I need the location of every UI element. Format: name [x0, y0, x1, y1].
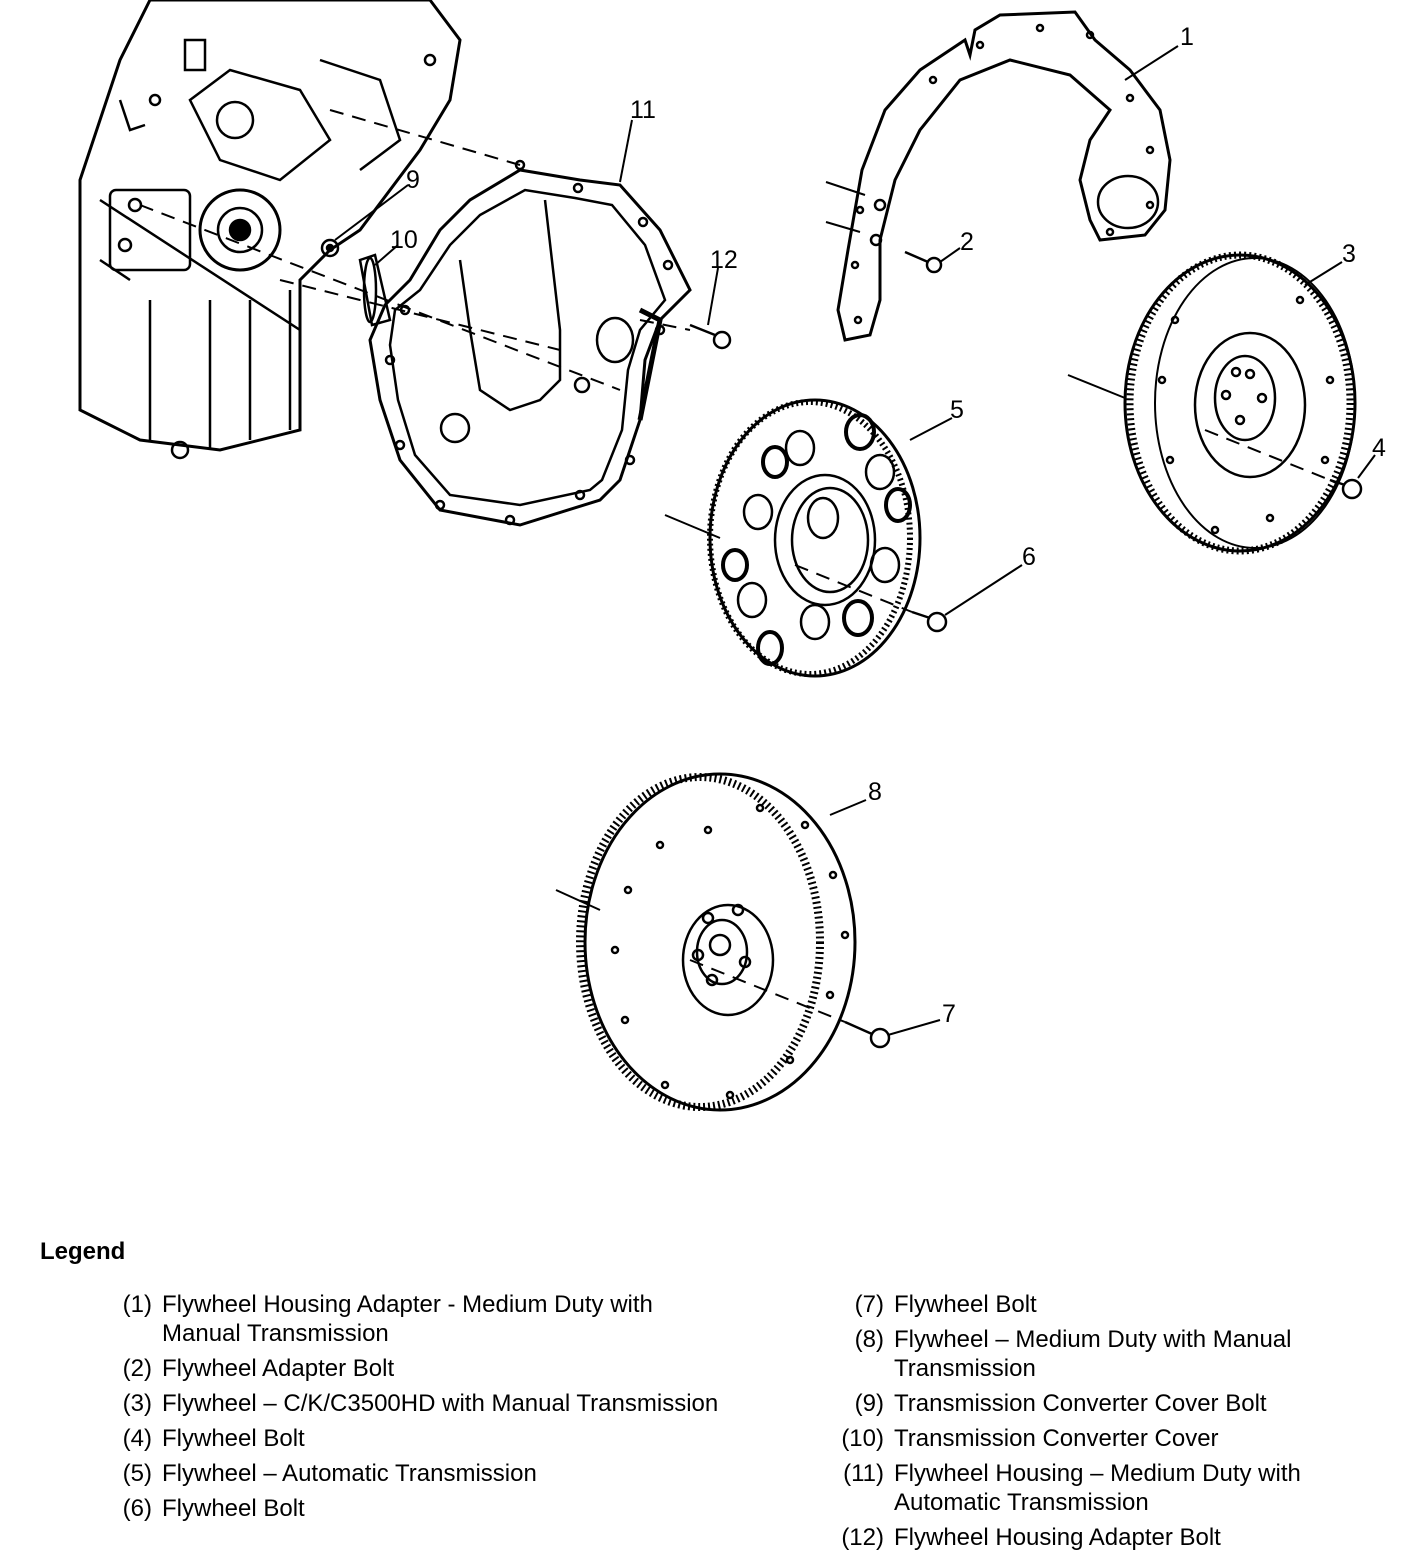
legend-item-number: (1) — [122, 1291, 152, 1318]
flywheel-bolt-4 — [1329, 478, 1363, 500]
callout-11: 11 — [630, 96, 656, 124]
legend-item: (10) Transmission Converter Cover — [820, 1424, 1400, 1453]
legend-item: (5) Flywheel – Automatic Transmission — [96, 1459, 736, 1488]
flywheel-housing-adapter — [836, 10, 1172, 342]
legend-title: Legend — [40, 1238, 126, 1265]
callout-4: 4 — [1372, 434, 1386, 462]
legend-item: (4) Flywheel Bolt — [96, 1424, 736, 1453]
callout-1: 1 — [1180, 23, 1194, 51]
legend-item: (1) Flywheel Housing Adapter - Medium Dut… — [96, 1290, 736, 1348]
legend-item-text: Flywheel Bolt — [894, 1291, 1037, 1318]
legend-item-text: Flywheel – Automatic Transmission — [162, 1460, 537, 1487]
legend-item-number: (11) — [843, 1460, 884, 1487]
legend-item-number: (3) — [122, 1390, 152, 1417]
legend-item: (6) Flywheel Bolt — [96, 1494, 736, 1523]
callout-6: 6 — [1022, 543, 1036, 571]
callout-5: 5 — [950, 396, 964, 424]
legend-item-number: (6) — [122, 1495, 152, 1522]
callout-10: 10 — [390, 226, 418, 254]
callout-labels: 1 2 3 4 5 6 7 8 9 10 11 12 — [390, 23, 1386, 1028]
flywheel-c3500hd — [1123, 251, 1357, 555]
flywheel-bolt-7 — [844, 1020, 891, 1049]
flywheel-medium-duty — [576, 772, 857, 1112]
converter-cover-bolt — [320, 238, 340, 258]
legend-item-text: Flywheel Bolt — [162, 1425, 305, 1452]
legend-item-number: (12) — [841, 1524, 884, 1551]
legend-item: (2) Flywheel Adapter Bolt — [96, 1354, 736, 1383]
legend-item-number: (8) — [854, 1326, 884, 1353]
callout-7: 7 — [942, 1000, 956, 1028]
flywheel-bolt-6 — [911, 610, 948, 633]
legend-right-column: (7) Flywheel Bolt (8) Flywheel – Medium Du… — [820, 1290, 1400, 1558]
legend-item-text: Transmission Converter Cover Bolt — [894, 1390, 1267, 1417]
legend-item: (11) Flywheel Housing – Medium Duty with … — [820, 1459, 1400, 1517]
legend-item-text: Flywheel Bolt — [162, 1495, 305, 1522]
legend-item: (12) Flywheel Housing Adapter Bolt — [820, 1523, 1400, 1552]
converter-cover — [358, 253, 392, 327]
callout-8: 8 — [868, 778, 882, 806]
flywheel-adapter-bolt — [904, 250, 943, 274]
legend-item-number: (7) — [854, 1291, 884, 1318]
callout-3: 3 — [1342, 240, 1356, 268]
flywheel-housing — [368, 159, 692, 527]
legend-item-number: (5) — [122, 1460, 152, 1487]
callout-12: 12 — [710, 246, 738, 274]
legend-item: (9) Transmission Converter Cover Bolt — [820, 1389, 1400, 1418]
leader-lines — [334, 45, 1376, 1036]
legend-item-number: (4) — [122, 1425, 152, 1452]
callout-9: 9 — [406, 166, 420, 194]
legend-item-text: Flywheel – Medium Duty with Manual Trans… — [894, 1326, 1292, 1382]
legend-item-text: Transmission Converter Cover — [894, 1425, 1219, 1452]
flywheel-automatic — [707, 398, 922, 678]
legend-item: (7) Flywheel Bolt — [820, 1290, 1400, 1319]
alignment-lines — [139, 109, 1331, 1023]
legend-item-text: Flywheel Housing Adapter - Medium Duty w… — [162, 1291, 653, 1347]
callout-2: 2 — [960, 228, 974, 256]
legend-item-text: Flywheel Housing Adapter Bolt — [894, 1524, 1221, 1551]
legend-item-text: Flywheel Housing – Medium Duty with Auto… — [894, 1460, 1301, 1516]
legend-item: (8) Flywheel – Medium Duty with Manual Tr… — [820, 1325, 1400, 1383]
legend-item: (3) Flywheel – C/K/C3500HD with Manual Tr… — [96, 1389, 736, 1418]
legend-item-number: (9) — [854, 1390, 884, 1417]
legend-item-number: (2) — [122, 1355, 152, 1382]
legend-item-text: Flywheel – C/K/C3500HD with Manual Trans… — [162, 1390, 719, 1417]
engine-block — [78, 0, 462, 460]
exploded-view-diagram: 1 2 3 4 5 6 7 8 9 10 11 12 — [78, 0, 1386, 1112]
flywheel-housing-adapter-bolt — [689, 323, 732, 350]
legend-item-text: Flywheel Adapter Bolt — [162, 1355, 395, 1382]
legend-item-number: (10) — [841, 1425, 884, 1452]
legend-left-column: (1) Flywheel Housing Adapter - Medium Dut… — [96, 1290, 736, 1529]
